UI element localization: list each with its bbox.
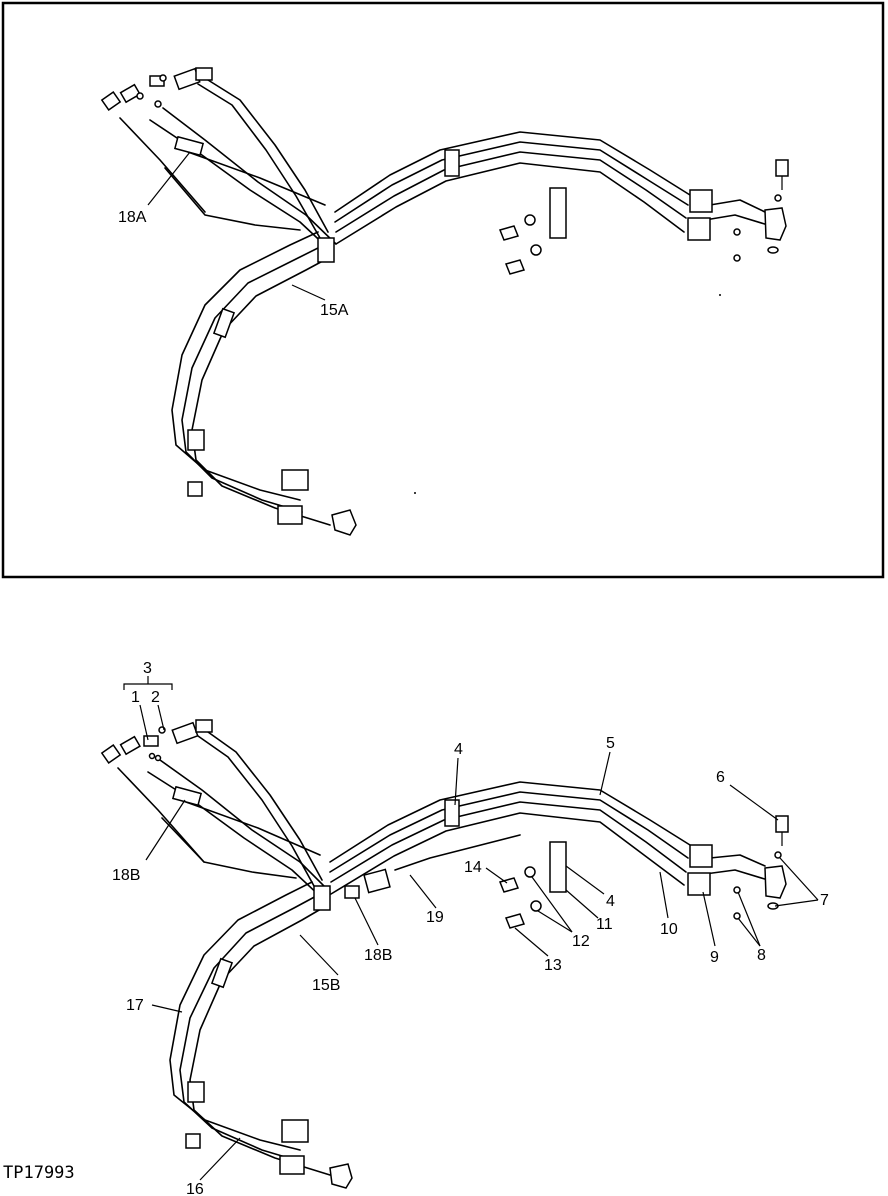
top-view-panel: 18A 15A	[1, 1, 885, 579]
bottom-fittings	[100, 719, 391, 899]
callout-18b-left: 18B	[112, 867, 140, 884]
callout-4-upper: 4	[454, 741, 463, 758]
callout-12: 12	[572, 933, 590, 950]
callout-16: 16	[186, 1181, 204, 1196]
callout-2: 2	[151, 689, 160, 706]
callout-7: 7	[820, 892, 829, 909]
callout-3: 3	[143, 660, 152, 677]
callout-10: 10	[660, 921, 678, 938]
bottom-clamps-and-flanges	[185, 799, 787, 1189]
callout-1: 1	[131, 689, 140, 706]
top-pipe-assembly	[119, 79, 769, 526]
top-leader-lines	[147, 151, 326, 301]
callout-13: 13	[544, 957, 562, 974]
callout-5: 5	[606, 735, 615, 752]
callout-18a: 18A	[118, 209, 147, 226]
top-callouts: 18A 15A	[118, 209, 349, 319]
callout-8: 8	[757, 947, 766, 964]
figure-id-label: TP17993	[3, 1163, 75, 1183]
callout-9: 9	[710, 949, 719, 966]
bottom-leader-lines	[123, 676, 819, 1181]
callout-19: 19	[426, 909, 444, 926]
bottom-pipe-assembly	[117, 731, 769, 1176]
callout-14: 14	[464, 859, 482, 876]
callout-6: 6	[716, 769, 725, 786]
top-fittings	[100, 67, 213, 157]
bottom-hardware	[498, 815, 789, 929]
callout-4-lower: 4	[606, 893, 615, 910]
top-clamps-and-flanges	[187, 149, 787, 536]
bottom-callouts: 3 1 2 4 5 6 7 8 9 10 11 12 13 14 4 19 18…	[112, 660, 829, 1196]
callout-15a: 15A	[320, 302, 349, 319]
top-hardware	[414, 159, 789, 494]
callout-15b: 15B	[312, 977, 340, 994]
top-view-frame	[1, 1, 885, 579]
callout-11: 11	[596, 916, 613, 933]
bottom-view-panel: 3 1 2 4 5 6 7 8 9 10 11 12 13 14 4 19 18…	[3, 660, 829, 1196]
callout-18b-right: 18B	[364, 947, 392, 964]
callout-17: 17	[126, 997, 144, 1014]
